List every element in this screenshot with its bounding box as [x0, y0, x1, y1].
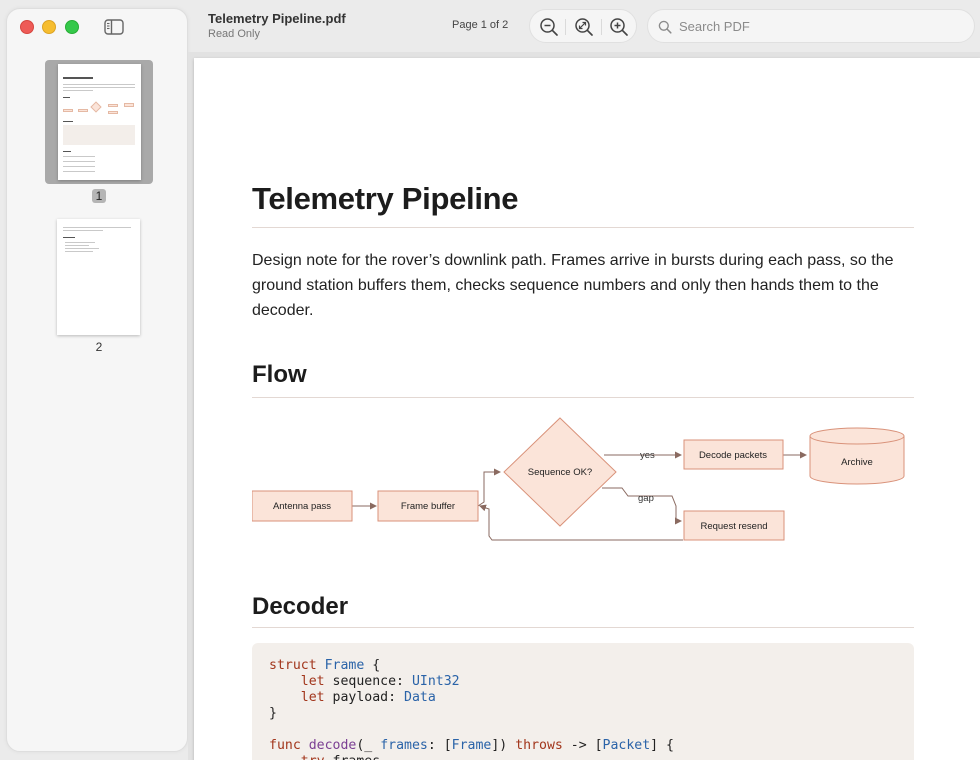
code-line-2: let sequence: UInt32: [300, 674, 460, 689]
node-label: Request resend: [700, 521, 767, 532]
node-label: Decode packets: [699, 450, 767, 461]
section-rule: [252, 627, 914, 628]
page-thumbnail-2[interactable]: 2: [45, 219, 153, 354]
page-indicator: Page 1 of 2: [452, 19, 509, 31]
document-title: Telemetry Pipeline.pdf: [208, 11, 346, 26]
thumbnail-label: 1: [45, 189, 153, 203]
search-field[interactable]: [647, 9, 975, 43]
edge-label-gap: gap: [638, 493, 654, 504]
code-line-1: struct Frame {: [269, 658, 381, 673]
document-heading: Telemetry Pipeline: [252, 181, 519, 216]
minimize-window-button[interactable]: [42, 20, 56, 34]
search-input[interactable]: [679, 16, 959, 36]
section-rule: [252, 397, 914, 398]
divider: [565, 19, 566, 35]
edge-resend-buffer: [479, 504, 683, 541]
edge-label-yes: yes: [640, 450, 655, 461]
flow-diagram: yes gap Antenna pass Frame buffer Sequen…: [252, 417, 905, 541]
zoom-controls: [529, 9, 637, 43]
thumbnail-sidebar: 1 2: [6, 8, 188, 752]
node-archive: [809, 427, 905, 485]
zoom-in-icon[interactable]: [609, 17, 629, 37]
code-line-4: }: [269, 706, 277, 721]
edge-gap: [602, 487, 682, 525]
code-block: struct Frame { let sequence: UInt32 let …: [252, 643, 914, 760]
zoom-window-button[interactable]: [65, 20, 79, 34]
thumbnail-selection: [45, 60, 153, 184]
node-label: Sequence OK?: [528, 467, 592, 478]
close-window-button[interactable]: [20, 20, 34, 34]
node-frame-buffer: [377, 490, 479, 522]
decoder-heading: Decoder: [252, 593, 349, 620]
node-label: Archive: [841, 457, 873, 468]
node-request-resend: [683, 510, 785, 541]
thumbnail-page-image: [57, 219, 140, 335]
document-viewport[interactable]: Telemetry Pipeline Design note for the r…: [188, 52, 980, 760]
thumbnail-page-image: [57, 64, 141, 180]
code-line-7: try frames: [269, 754, 380, 760]
toolbar: Telemetry Pipeline.pdf Read Only Page 1 …: [188, 0, 980, 52]
flow-heading: Flow: [252, 361, 307, 388]
search-icon: [658, 20, 672, 34]
node-antenna-pass: [252, 490, 353, 522]
thumbnail-label: 2: [95, 340, 103, 354]
pdf-page-1: Telemetry Pipeline Design note for the r…: [194, 58, 980, 760]
heading-rule: [252, 227, 914, 228]
sidebar-toggle-icon[interactable]: [104, 19, 124, 35]
intro-paragraph: Design note for the rover’s downlink pat…: [252, 252, 894, 319]
node-sequence-check: [503, 417, 617, 527]
document-status: Read Only: [208, 28, 260, 40]
node-decode-packets: [683, 439, 784, 470]
edge-buffer-check: [477, 468, 501, 507]
page-thumbnail-1[interactable]: 1: [45, 60, 153, 203]
node-label: Frame buffer: [401, 501, 455, 512]
code-line-3: let payload: Data: [300, 690, 436, 705]
zoom-out-icon[interactable]: [539, 17, 559, 37]
divider: [601, 19, 602, 35]
node-label: Antenna pass: [273, 501, 331, 512]
actual-size-icon[interactable]: [574, 17, 594, 37]
code-line-6: func decode(_ frames: [Frame]) throws ->…: [269, 738, 674, 753]
